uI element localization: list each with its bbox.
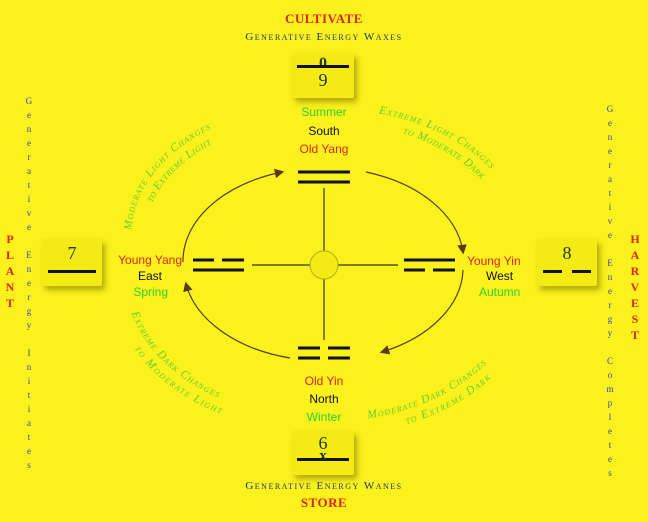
- top-number-box: 0 9: [292, 53, 354, 98]
- arc-lower-right: [379, 269, 464, 355]
- arc-lower-left: [183, 281, 291, 359]
- bottom-line: [297, 458, 349, 461]
- top-number: 9: [318, 70, 328, 90]
- right-line-left: [543, 270, 562, 273]
- bottom-subtitle: Generative Energy Wanes: [245, 480, 403, 492]
- bottom-season: Winter: [306, 410, 342, 424]
- right-phase: Young Yin: [467, 254, 521, 268]
- left-direction: East: [137, 269, 162, 283]
- left-line: [48, 270, 96, 273]
- arc-upper-left: [182, 168, 285, 263]
- top-phase: Old Yang: [299, 142, 349, 156]
- top-season: Summer: [301, 105, 347, 119]
- left-number: 7: [67, 243, 77, 263]
- top-subtitle: Generative Energy Waxes: [245, 31, 403, 43]
- right-line-right: [572, 270, 591, 273]
- right-direction: West: [486, 269, 514, 283]
- bottom-phase: Old Yin: [304, 374, 344, 388]
- bottom-direction: North: [309, 392, 339, 406]
- right-subtitle: Generative Energy Completes: [605, 104, 615, 482]
- right-season: Autumn: [479, 285, 521, 299]
- top-line: [297, 65, 349, 68]
- arc-upper-right: [365, 171, 467, 255]
- bottom-title: STORE: [300, 495, 348, 510]
- left-title: PLANT: [3, 232, 17, 312]
- old-yang-lines: [298, 170, 350, 184]
- arc-text-lower-left-2: to Moderate Light: [132, 343, 225, 417]
- top-title: CULTIVATE: [285, 11, 363, 26]
- left-season: Spring: [133, 285, 168, 299]
- left-subtitle: Generative Energy Initiates: [24, 96, 34, 474]
- right-title: HARVEST: [628, 232, 642, 344]
- center-hub: [309, 250, 339, 280]
- right-number: 8: [562, 243, 572, 263]
- bottom-number: 6: [318, 433, 328, 453]
- top-direction: South: [308, 124, 340, 138]
- bottom-x-mark: x: [319, 448, 327, 464]
- bottom-number-box: 6 x: [292, 431, 354, 475]
- left-number-box: 7: [42, 239, 102, 286]
- right-number-box: 8: [537, 239, 597, 286]
- left-phase: Young Yang: [118, 253, 182, 267]
- top-upper-number: 0: [319, 55, 327, 72]
- young-yang-lines: [193, 258, 244, 272]
- young-yin-lines: [404, 258, 455, 272]
- old-yin-lines: [298, 346, 350, 360]
